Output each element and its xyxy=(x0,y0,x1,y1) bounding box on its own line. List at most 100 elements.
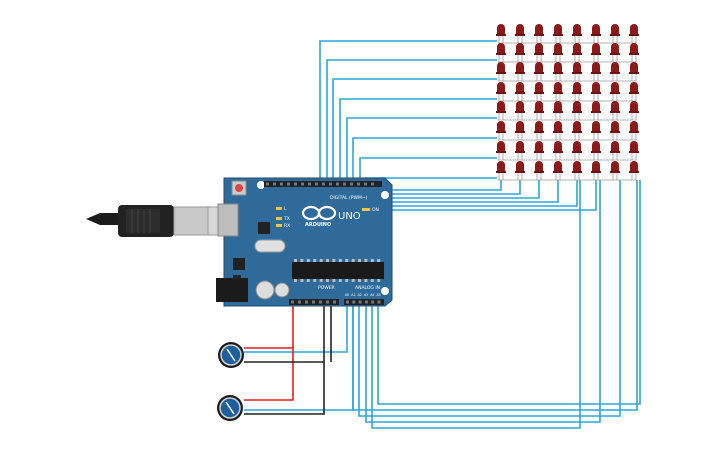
analog-label: ANALOG IN xyxy=(355,285,380,291)
matrix-led xyxy=(534,82,544,101)
matrix-led xyxy=(496,43,506,62)
matrix-led xyxy=(591,101,601,120)
matrix-led xyxy=(496,101,506,120)
matrix-led xyxy=(515,141,525,160)
pot1-ground-wire xyxy=(244,304,325,363)
matrix-led xyxy=(572,24,582,43)
matrix-led xyxy=(534,141,544,160)
usb-cable-grip xyxy=(126,209,160,233)
matrix-led xyxy=(629,121,639,140)
led-label-l: L xyxy=(284,206,287,212)
row-wire xyxy=(319,40,497,183)
matrix-led xyxy=(629,161,639,180)
analog-pin-label: A2 xyxy=(358,293,362,297)
matrix-led xyxy=(553,62,563,81)
power-label: POWER xyxy=(318,285,335,291)
matrix-led xyxy=(496,82,506,101)
matrix-led xyxy=(591,141,601,160)
led-label-tx: TX xyxy=(283,216,290,222)
analog-wire xyxy=(377,180,641,405)
digital-header-label: DIGITAL (PWM~) xyxy=(330,195,368,201)
matrix-led xyxy=(572,43,582,62)
analog-pin-label: A0 xyxy=(345,293,349,297)
matrix-led xyxy=(610,82,620,101)
matrix-led xyxy=(591,161,601,180)
microcontroller-chip xyxy=(292,262,384,279)
matrix-led xyxy=(572,121,582,140)
matrix-led xyxy=(553,82,563,101)
matrix-led xyxy=(572,62,582,81)
matrix-led xyxy=(496,62,506,81)
model-text: UNO xyxy=(338,211,361,222)
column-wire xyxy=(386,180,578,207)
matrix-led xyxy=(515,161,525,180)
matrix-led xyxy=(572,82,582,101)
matrix-led xyxy=(515,82,525,101)
analog-wire xyxy=(358,180,621,417)
matrix-led xyxy=(515,43,525,62)
column-wire xyxy=(386,180,597,211)
matrix-led xyxy=(496,24,506,43)
matrix-led xyxy=(496,141,506,160)
matrix-led xyxy=(553,24,563,43)
arduino-uno-board[interactable]: L TX RX ON ARDUINO UNO DIGITAL (PWM~) PO… xyxy=(216,177,393,307)
usb-plug-metal xyxy=(173,206,209,236)
matrix-led xyxy=(610,121,620,140)
matrix-led xyxy=(553,161,563,180)
analog-header[interactable] xyxy=(344,299,384,305)
matrix-led xyxy=(591,121,601,140)
analog-wire xyxy=(371,180,581,429)
matrix-led xyxy=(629,82,639,101)
matrix-led xyxy=(534,161,544,180)
row-wire xyxy=(346,117,497,183)
potentiometer-1[interactable] xyxy=(218,342,244,368)
row-wire xyxy=(326,59,497,183)
matrix-led xyxy=(553,101,563,120)
row-wire xyxy=(339,98,497,183)
capacitor-2 xyxy=(274,282,290,298)
analog-pin-label: A3 xyxy=(364,293,368,297)
matrix-led xyxy=(572,101,582,120)
usb-cable-tail xyxy=(86,213,118,225)
matrix-led xyxy=(534,101,544,120)
matrix-led xyxy=(591,24,601,43)
matrix-led xyxy=(534,43,544,62)
matrix-led xyxy=(515,101,525,120)
pot1-power-wire xyxy=(244,304,294,349)
matrix-led xyxy=(629,141,639,160)
matrix-led xyxy=(572,141,582,160)
matrix-led xyxy=(629,101,639,120)
analog-wire xyxy=(244,304,348,353)
pot2-ground-wire xyxy=(244,362,325,415)
matrix-led xyxy=(610,101,620,120)
potentiometer-2[interactable] xyxy=(217,395,243,421)
pot2-signal-wire xyxy=(244,304,354,411)
on-label: ON xyxy=(372,207,379,213)
matrix-led xyxy=(591,62,601,81)
matrix-led xyxy=(572,161,582,180)
matrix-led xyxy=(610,141,620,160)
analog-wire xyxy=(365,180,601,423)
usb-socket xyxy=(217,203,239,237)
pot2-power-wire xyxy=(244,348,294,401)
capacitor-1 xyxy=(255,280,275,300)
analog-pin-label: A4 xyxy=(370,293,374,297)
analog-wire xyxy=(352,180,638,411)
crystal xyxy=(254,239,286,253)
matrix-led xyxy=(629,43,639,62)
led-matrix xyxy=(496,24,639,181)
matrix-led xyxy=(496,121,506,140)
row-wire xyxy=(359,157,497,183)
matrix-led xyxy=(515,62,525,81)
matrix-led xyxy=(534,62,544,81)
row-wire xyxy=(352,137,497,183)
led-label-rx: RX xyxy=(284,223,290,229)
matrix-led xyxy=(610,62,620,81)
matrix-led xyxy=(553,121,563,140)
analog-pin-label: A1 xyxy=(351,293,355,297)
matrix-led xyxy=(553,141,563,160)
column-wire xyxy=(386,180,559,203)
matrix-led xyxy=(610,24,620,43)
column-wire xyxy=(386,180,502,191)
